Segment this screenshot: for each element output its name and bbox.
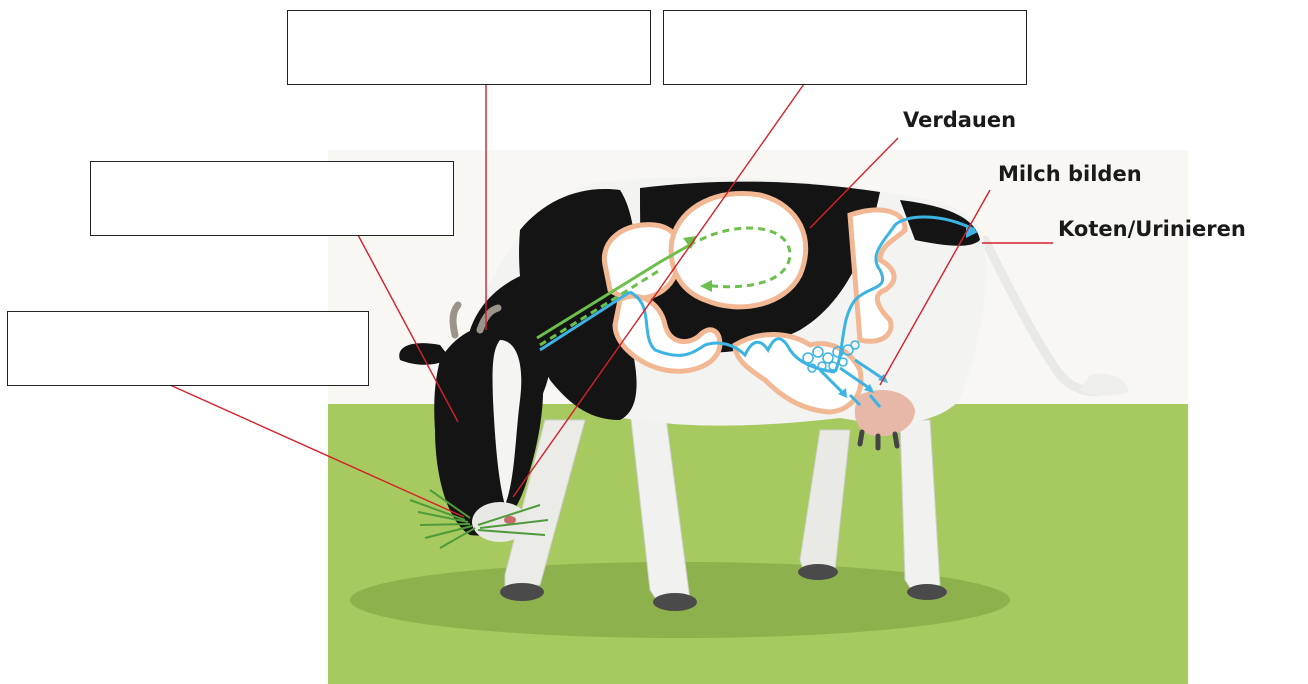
leader-line-milk [879,189,991,386]
label-milk: Milch bilden [998,162,1142,186]
milk-arrowhead-2 [864,384,874,393]
cow-udder [854,390,915,437]
cow-ear-right [538,345,580,372]
leader-lines [169,83,1053,518]
answer-box-bottom-left[interactable] [7,311,369,386]
leader-line-middle-left [357,234,459,423]
rumen-main [668,191,809,310]
digestive-organs [601,191,908,415]
food-path [536,226,792,347]
leader-line-bottom-left [169,384,465,518]
milk-arrowhead-1 [838,388,847,398]
cow-muzzle [472,502,528,542]
leader-line-top-right [512,83,805,498]
milk-bubbles [802,340,860,373]
hoof-4 [907,584,947,600]
cow-blaze [492,340,522,505]
food-path-arrowhead-2 [700,280,712,292]
leader-line-digest [809,137,899,229]
label-digest: Verdauen [903,108,1017,132]
hoof-3 [798,564,838,580]
label-excrete: Koten/Urinieren [1058,217,1246,241]
cow-ear [399,343,450,365]
answer-box-top-left[interactable] [287,10,651,85]
grass-tuft [409,489,549,549]
intestine-coil [847,207,908,344]
cow-nostril [504,516,516,524]
hoof-1 [500,583,544,601]
cow-horn [449,301,462,339]
answer-box-top-right[interactable] [663,10,1027,85]
cow-teats [857,429,900,451]
food-path-arrowhead [683,236,697,249]
cow-patch-rear [900,200,980,246]
answer-box-middle-left[interactable] [90,161,454,236]
cow-horn-2 [476,304,502,334]
digestion-path [539,215,976,408]
rumen-left [601,222,683,301]
cow-tail-tuft [1080,373,1129,396]
hoof-2 [653,593,697,611]
